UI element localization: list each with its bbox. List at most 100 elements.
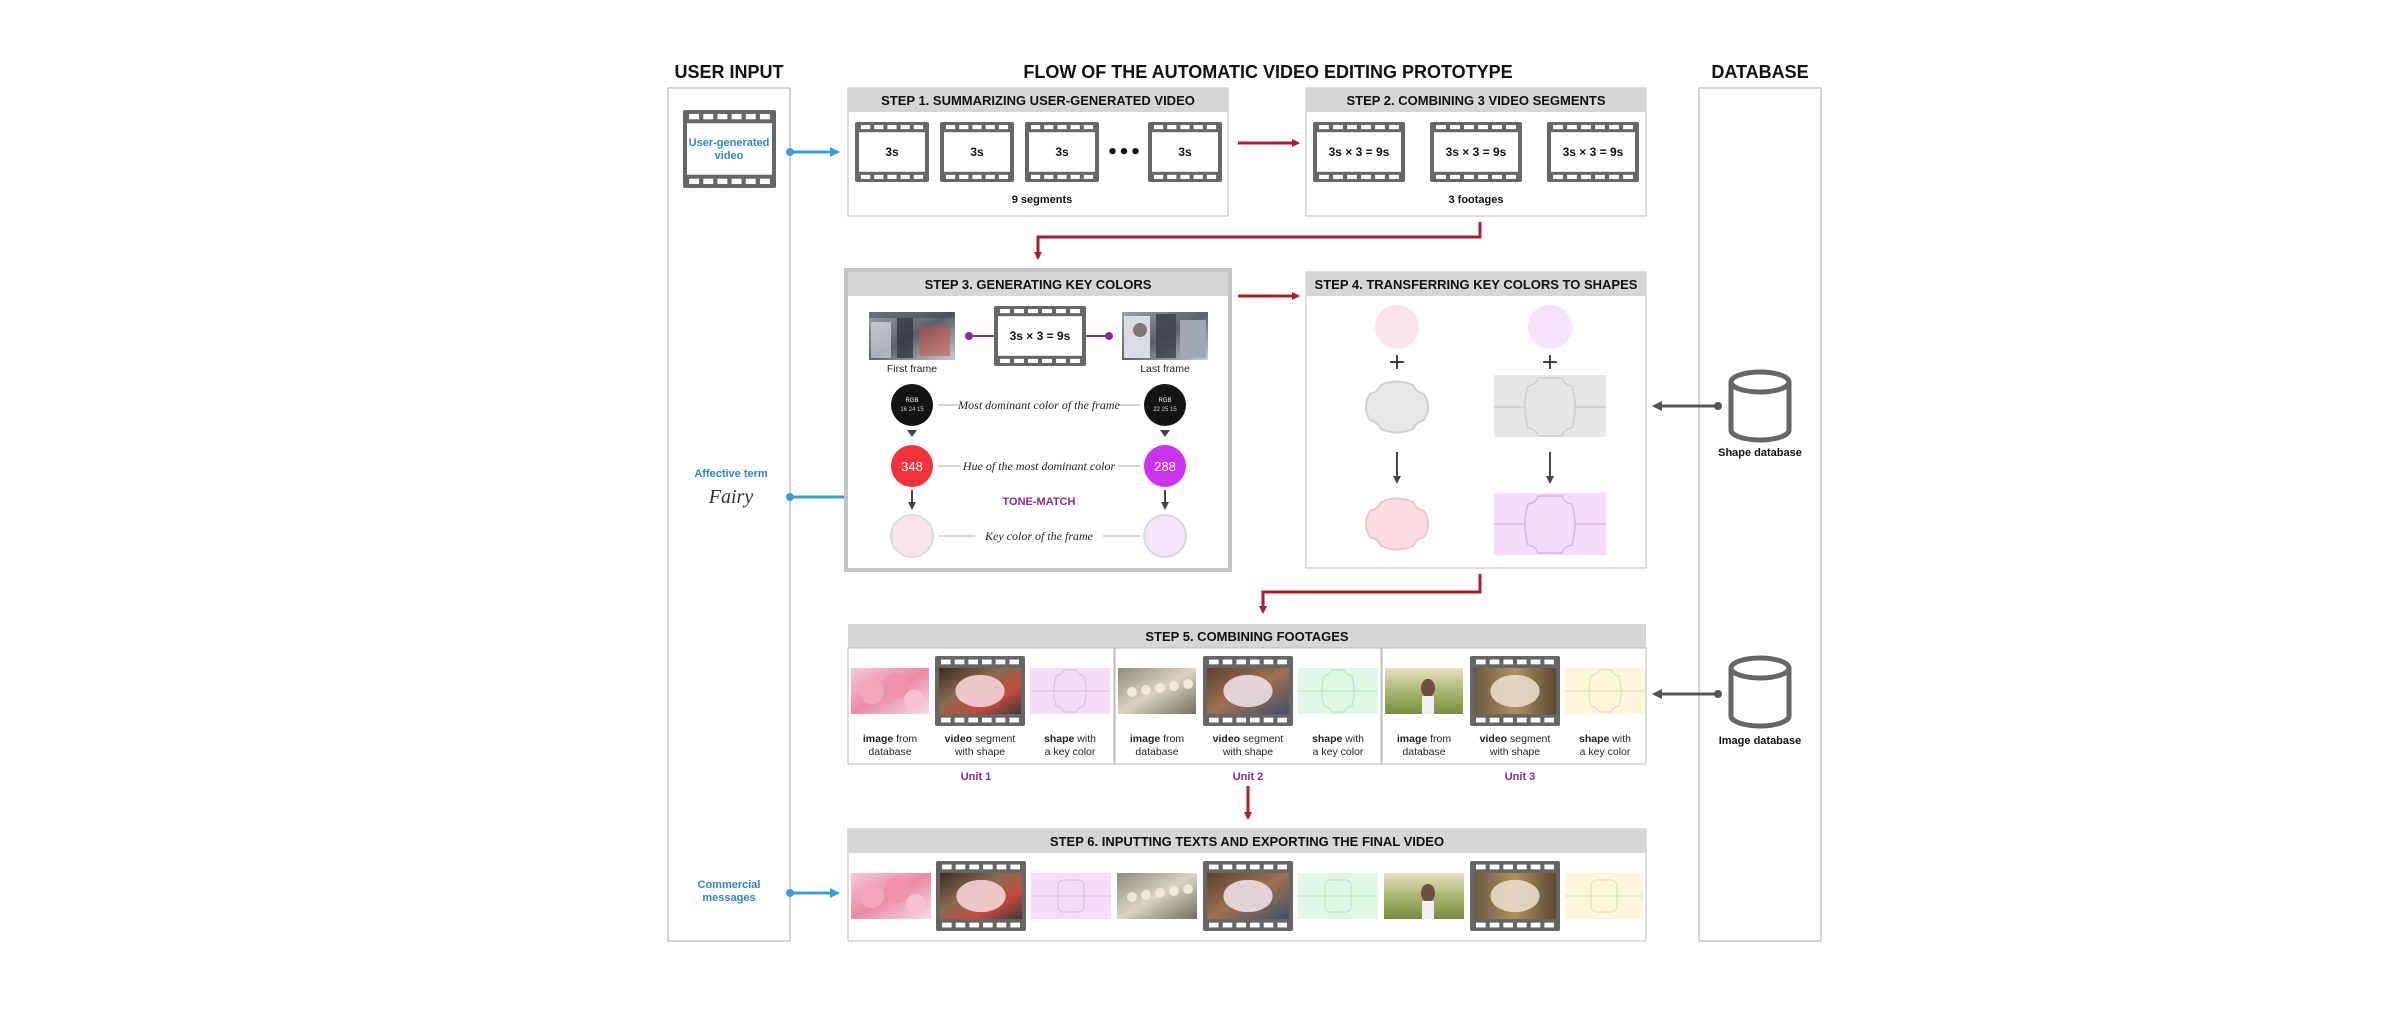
unit3-video-caption-1: video segment (1480, 733, 1551, 745)
unit2-shape-caption-1: shape with (1312, 733, 1364, 745)
key-color-caption: Key color of the frame (984, 529, 1094, 543)
step1-segment-3: 3s (1025, 122, 1099, 182)
unit1-video-frame (935, 656, 1025, 726)
gray-frame-shape (1524, 377, 1576, 437)
step1-segment-last: 3s (1148, 122, 1222, 182)
shape-database-arrow-dot (1714, 402, 1722, 410)
step4-title-bar (1306, 272, 1646, 296)
unit1-video-caption-2: with shape (954, 746, 1005, 758)
step4-plus-left: + (1388, 350, 1406, 375)
step1-segment-1: 3s (855, 122, 929, 182)
image-database-arrow-dot (1714, 690, 1722, 698)
first-frame-connector-dot (965, 332, 973, 340)
unit3-shape (1565, 668, 1645, 714)
unit2-video-frame (1203, 656, 1293, 726)
pink-badge-shape (1365, 497, 1429, 551)
step2-footage-3: 3s × 3 = 9s (1547, 122, 1639, 182)
dominant-color-left (891, 384, 933, 426)
affective-input-arrow-dot (786, 493, 794, 501)
frame-label: 3s (970, 145, 984, 159)
step6-image-1 (851, 873, 931, 919)
unit3-image-caption-1: image from (1397, 733, 1452, 745)
unit2-image-caption-1: image from (1130, 733, 1185, 745)
step6-video-1 (936, 861, 1026, 931)
video-input-arrow-dot (786, 148, 794, 156)
step1-title: STEP 1. SUMMARIZING USER-GENERATED VIDEO (881, 93, 1195, 108)
step3-title: STEP 3. GENERATING KEY COLORS (925, 277, 1152, 292)
unit3-video-caption-2: with shape (1489, 746, 1540, 758)
step6-title: STEP 6. INPUTTING TEXTS AND EXPORTING TH… (1050, 834, 1444, 849)
unit3-image-caption-2: database (1402, 746, 1445, 758)
unit2-shape-caption-2: a key color (1313, 746, 1364, 758)
unit2-image (1118, 668, 1196, 714)
flow-title: FLOW OF THE AUTOMATIC VIDEO EDITING PROT… (1023, 62, 1512, 82)
gray-badge-shape (1365, 380, 1429, 434)
arrow-step4-step5 (1259, 574, 1482, 614)
last-frame-connector-dot (1105, 332, 1113, 340)
rgb-right-label: RGB (1158, 398, 1171, 404)
rgb-right-values: 22 25 15 (1153, 407, 1177, 413)
unit3-shape-caption-1: shape with (1579, 733, 1631, 745)
frame-label: 3s (885, 145, 899, 159)
commercial-label-line1: Commercial (698, 879, 761, 891)
unit1-video-caption-1: video segment (945, 733, 1016, 745)
unit1-image-caption-1: image from (863, 733, 918, 745)
key-color-right (1143, 514, 1187, 558)
step2-caption: 3 footages (1448, 194, 1503, 206)
commercial-label-line2: messages (702, 892, 755, 904)
last-frame-photo (1122, 312, 1208, 360)
hue-right-value: 288 (1154, 459, 1176, 474)
rgb-left-label: RGB (905, 398, 918, 404)
step5-title: STEP 5. COMBINING FOOTAGES (1145, 629, 1349, 644)
step6-image-2 (1117, 873, 1197, 919)
unit1-shape (1030, 668, 1110, 714)
triangle-right-1 (1160, 430, 1170, 437)
unit2-image-caption-2: database (1135, 746, 1178, 758)
step4-key-color-right (1528, 305, 1572, 349)
database-column (1698, 87, 1822, 942)
rgb-left-values: 16 24 15 (900, 407, 924, 413)
step6-shape-1 (1031, 873, 1111, 919)
step4-key-color-left (1375, 305, 1419, 349)
unit3-image (1385, 668, 1463, 714)
triangle-left-1 (907, 430, 917, 437)
commercial-input-arrow-dot (786, 889, 794, 897)
step3-footage-frame: 3s × 3 = 9s (994, 306, 1086, 366)
user-input-column (667, 87, 791, 942)
dominant-color-caption: Most dominant color of the frame (957, 398, 1120, 412)
frame-label: 3s × 3 = 9s (1563, 145, 1624, 159)
step1-caption: 9 segments (1012, 194, 1073, 206)
user-input-header: USER INPUT (674, 62, 783, 82)
hue-circle-right (1144, 445, 1186, 487)
image-database-icon (1728, 655, 1792, 729)
user-video-icon (683, 110, 776, 188)
unit2-video-caption-1: video segment (1213, 733, 1284, 745)
hue-circle-left (891, 445, 933, 487)
unit3-video-frame (1470, 656, 1560, 726)
step2-footage-2: 3s × 3 = 9s (1430, 122, 1522, 182)
step6-video-3 (1470, 861, 1560, 931)
user-video-label-line2: video (715, 150, 744, 162)
step1-title-bar (848, 88, 1228, 112)
step2-footage-1: 3s × 3 = 9s (1313, 122, 1405, 182)
step4-plus-right: + (1541, 350, 1559, 375)
step4-title: STEP 4. TRANSFERRING KEY COLORS TO SHAPE… (1315, 277, 1638, 292)
unit1-image (851, 668, 929, 714)
step2-title-bar (1306, 88, 1646, 112)
key-color-left (890, 514, 934, 558)
frame-label: 3s × 3 = 9s (1329, 145, 1390, 159)
tone-match-label: TONE-MATCH (1003, 496, 1076, 508)
unit1-image-caption-2: database (868, 746, 911, 758)
step6-image-3 (1384, 873, 1464, 919)
frame-label: 3s (1178, 145, 1192, 159)
lavender-frame-shape (1524, 495, 1576, 554)
unit1-label: Unit 1 (961, 771, 992, 783)
step1-segment-2: 3s (940, 122, 1014, 182)
frame-label: 3s × 3 = 9s (1010, 329, 1071, 343)
user-video-label-line1: User-generated (689, 137, 770, 149)
affective-term-label: Affective term (694, 468, 768, 480)
unit3-label: Unit 3 (1505, 771, 1536, 783)
hue-caption: Hue of the most dominant color (962, 459, 1116, 473)
